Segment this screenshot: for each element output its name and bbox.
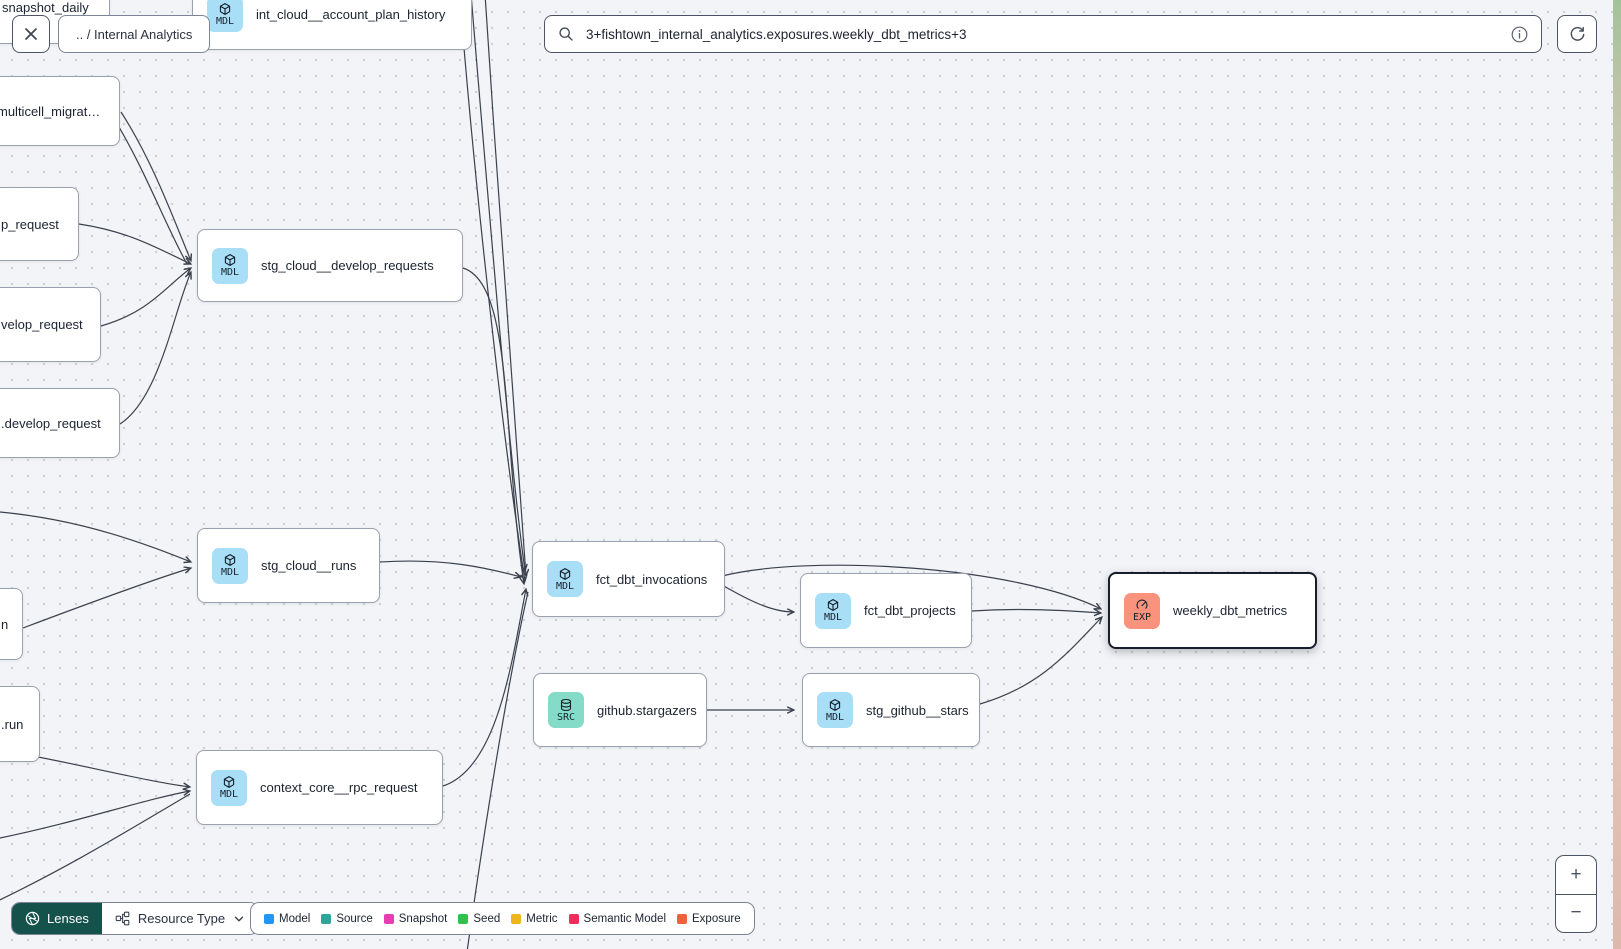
node-label: fct_dbt_invocations xyxy=(596,571,708,587)
zoom-out-button[interactable]: − xyxy=(1556,895,1596,933)
node-int-cloud-account-plan-history[interactable]: MDL int_cloud__account_plan_history xyxy=(192,0,472,50)
legend-swatch xyxy=(383,913,394,924)
node-label: stg_github__stars xyxy=(866,702,969,718)
database-icon xyxy=(560,698,572,711)
zoom-controls: + − xyxy=(1555,855,1597,933)
node-p-request[interactable]: MDL p_request xyxy=(0,187,79,261)
lens-aperture-icon xyxy=(25,911,40,926)
node-stg-cloud-develop-requests[interactable]: MDL stg_cloud__develop_requests xyxy=(197,229,463,302)
source-badge: SRC xyxy=(548,692,584,728)
node-label: fct_dbt_projects xyxy=(864,603,956,618)
legend-swatch xyxy=(677,913,688,924)
gauge-icon xyxy=(1136,599,1148,609)
node-partial-run[interactable]: MDL .run xyxy=(0,686,40,762)
node-label: .develop_request xyxy=(1,415,101,431)
node-label: .run xyxy=(1,716,24,732)
model-badge: MDL xyxy=(207,0,243,32)
close-button[interactable] xyxy=(12,15,50,53)
close-icon xyxy=(25,28,37,40)
refresh-icon xyxy=(1570,26,1584,41)
node-partial-n[interactable]: MDL n xyxy=(0,588,23,660)
search-icon xyxy=(559,27,573,41)
window-edge-strip xyxy=(1613,0,1621,949)
node-label: context_core__rpc_request xyxy=(260,780,418,795)
node-context-core-rpc-request[interactable]: MDL context_core__rpc_request xyxy=(196,750,443,825)
legend-item: Semantic Model xyxy=(568,913,666,925)
node-stg-cloud-runs[interactable]: MDL stg_cloud__runs xyxy=(197,528,380,603)
legend-swatch xyxy=(568,913,579,924)
legend-item: Snapshot xyxy=(383,913,447,925)
lenses-label: Lenses xyxy=(47,911,89,926)
resource-type-legend: Model Source Snapshot Seed Metric Semant… xyxy=(250,902,755,935)
node-label: velop_request xyxy=(1,317,83,332)
legend-item: Seed xyxy=(458,913,500,925)
search-bar[interactable] xyxy=(544,15,1542,53)
legend-swatch xyxy=(321,913,332,924)
breadcrumb[interactable]: .. / Internal Analytics xyxy=(58,15,211,53)
model-badge: MDL xyxy=(815,592,851,629)
legend-item: Source xyxy=(321,913,373,925)
node-stg-github-stars[interactable]: MDL stg_github__stars xyxy=(802,673,980,747)
zoom-in-button[interactable]: + xyxy=(1556,856,1596,895)
node-label: snapshot_daily xyxy=(2,0,89,15)
node-label: multicell_migrat… xyxy=(0,103,101,119)
legend-swatch xyxy=(511,913,522,924)
cube-icon xyxy=(829,698,841,711)
refresh-button[interactable] xyxy=(1557,15,1597,53)
legend-swatch xyxy=(458,913,469,924)
model-badge: MDL xyxy=(547,561,583,597)
legend-item: Model xyxy=(264,913,310,925)
legend-item: Exposure xyxy=(677,913,741,925)
node-fct-dbt-projects[interactable]: MDL fct_dbt_projects xyxy=(800,573,972,648)
cube-icon xyxy=(223,776,235,788)
node-label: stg_cloud__runs xyxy=(261,558,357,573)
resource-type-dropdown[interactable]: Resource Type xyxy=(102,903,258,934)
lenses-bar: Lenses Resource Type xyxy=(11,902,260,935)
cube-icon xyxy=(219,2,231,15)
node-fct-dbt-invocations[interactable]: MDL fct_dbt_invocations xyxy=(532,541,725,617)
info-icon[interactable] xyxy=(1511,26,1528,43)
node-github-stargazers[interactable]: SRC github.stargazers xyxy=(533,673,707,747)
resource-type-icon xyxy=(115,911,130,926)
exposure-badge: EXP xyxy=(1124,592,1160,629)
node-label: int_cloud__account_plan_history xyxy=(256,6,446,22)
breadcrumb-label: .. / Internal Analytics xyxy=(76,26,193,42)
search-input[interactable] xyxy=(584,25,1501,43)
chevron-down-icon xyxy=(234,916,244,921)
node-label: p_request xyxy=(1,216,59,232)
lenses-button[interactable]: Lenses xyxy=(12,903,102,934)
plus-icon: + xyxy=(1570,863,1582,885)
legend-item: Metric xyxy=(511,913,558,925)
legend-swatch xyxy=(264,913,274,924)
cube-icon xyxy=(224,254,236,266)
node-label: stg_cloud__develop_requests xyxy=(261,258,434,273)
node-label: weekly_dbt_metrics xyxy=(1173,603,1288,618)
node-develop-request[interactable]: MDL .develop_request xyxy=(0,388,120,458)
node-label: n xyxy=(1,616,9,632)
cube-icon xyxy=(827,599,839,611)
model-badge: MDL xyxy=(817,692,853,728)
cube-icon xyxy=(559,567,571,580)
resource-type-label: Resource Type xyxy=(137,911,226,926)
model-badge: MDL xyxy=(212,547,248,584)
node-multicell-migration[interactable]: MDL multicell_migrat… xyxy=(0,76,120,146)
node-label: github.stargazers xyxy=(597,702,697,718)
model-badge: MDL xyxy=(211,769,247,806)
model-badge: MDL xyxy=(212,247,248,284)
node-velop-request[interactable]: MDL velop_request xyxy=(0,287,101,362)
node-weekly-dbt-metrics[interactable]: EXP weekly_dbt_metrics xyxy=(1108,572,1317,649)
cube-icon xyxy=(224,554,236,566)
minus-icon: − xyxy=(1570,902,1582,924)
